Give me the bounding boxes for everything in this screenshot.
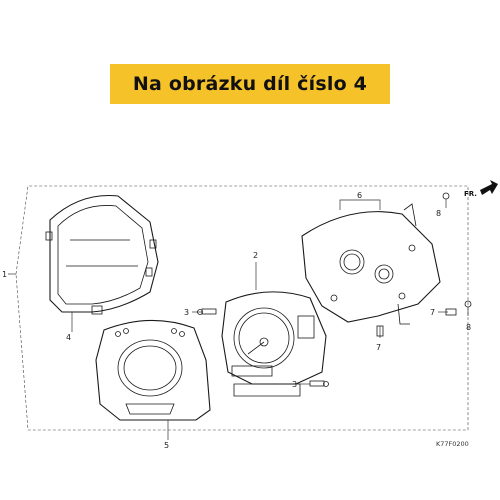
direction-label: FR. bbox=[464, 190, 477, 198]
label-3-top: 3 bbox=[184, 308, 189, 317]
label-8-top: 8 bbox=[436, 209, 441, 218]
drawing-code: K77F0200 bbox=[436, 440, 469, 448]
label-7-right: 7 bbox=[430, 308, 435, 317]
title-banner: Na obrázku díl číslo 4 bbox=[110, 64, 390, 104]
label-1: 1 bbox=[2, 270, 7, 279]
part-8-bolt-right bbox=[464, 300, 472, 316]
forward-arrow-icon bbox=[480, 180, 498, 195]
label-7-left: 7 bbox=[376, 343, 381, 352]
label-5: 5 bbox=[164, 441, 169, 450]
part-2-gauge bbox=[221, 291, 327, 397]
part-7-screw-right bbox=[438, 308, 457, 316]
label-2: 2 bbox=[253, 251, 258, 260]
label-6: 6 bbox=[357, 191, 362, 200]
title-text: Na obrázku díl číslo 4 bbox=[132, 73, 368, 95]
part-3-screw-bottom bbox=[298, 380, 329, 387]
label-3-bottom: 3 bbox=[292, 380, 297, 389]
leader-6 bbox=[339, 199, 381, 210]
part-7-screw-left bbox=[376, 325, 384, 338]
part-6-rear-housing bbox=[301, 203, 441, 325]
part-5-bezel bbox=[95, 319, 211, 421]
part-3-screw-top bbox=[192, 308, 217, 315]
label-8-right: 8 bbox=[466, 323, 471, 332]
part-8-bolt-top bbox=[442, 192, 450, 208]
part-4-visor bbox=[45, 194, 159, 315]
label-4: 4 bbox=[66, 333, 71, 342]
